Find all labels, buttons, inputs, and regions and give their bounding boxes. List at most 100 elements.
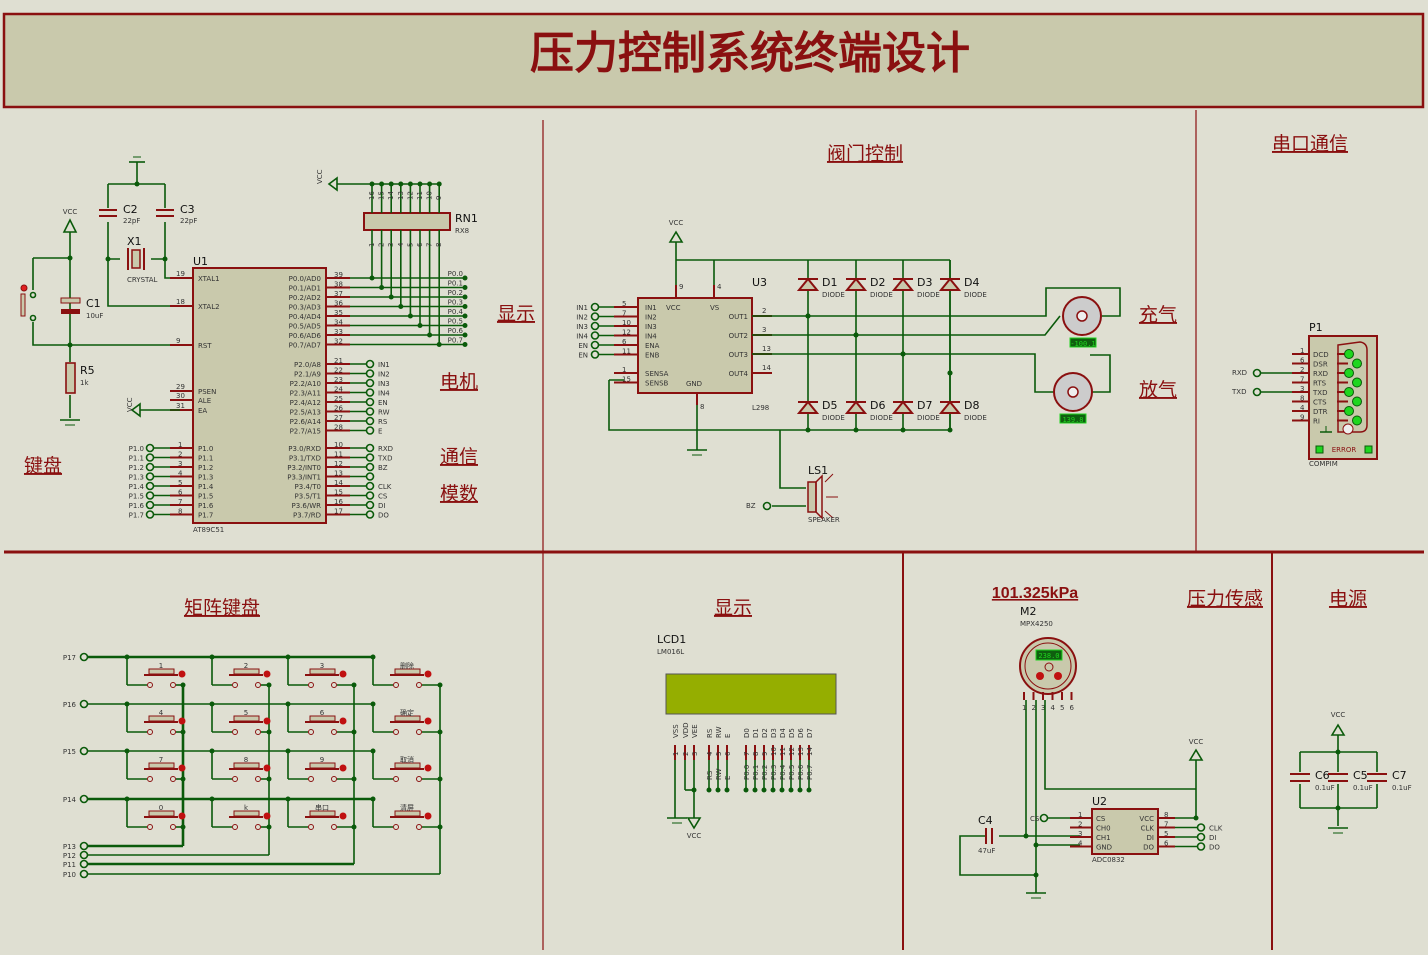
net-terminal-RW[interactable]	[365, 407, 375, 416]
vcc-label: VCC	[126, 397, 134, 412]
pin-number: 28	[334, 424, 343, 432]
keypad-row-terminal[interactable]	[79, 652, 89, 662]
net-terminal-P1.5[interactable]	[145, 491, 155, 500]
speaker-ls1[interactable]: BZ LS1 SPEAKER	[746, 430, 840, 524]
capacitor-c7[interactable]: C70.1uF	[1367, 769, 1412, 792]
keypad-key[interactable]: 8	[209, 748, 272, 782]
net-terminal-DI[interactable]	[365, 500, 375, 510]
keypad-key[interactable]: 6	[285, 701, 357, 735]
keypad-row-terminal[interactable]	[79, 746, 89, 756]
motor-driver-u3[interactable]: U3 L298 VCC	[608, 219, 951, 456]
net-terminal-IN3[interactable]	[590, 321, 600, 331]
keypad-key[interactable]: 清屏	[370, 796, 443, 830]
net-terminal-CLK[interactable]	[1196, 823, 1206, 832]
pin-number: 38	[334, 281, 343, 289]
net-terminal-DO[interactable]	[365, 510, 375, 519]
mcu-u1[interactable]: U1 AT89C51	[192, 255, 327, 534]
keypad-col-terminal[interactable]	[79, 841, 89, 851]
capacitor-c6[interactable]: C60.1uF	[1290, 769, 1335, 792]
keypad-key[interactable]: 5	[209, 701, 272, 735]
net-terminal-P1.6[interactable]	[145, 500, 155, 510]
speaker-ref: LS1	[808, 464, 828, 477]
reset-button[interactable]	[20, 293, 26, 317]
adc-u2[interactable]: U2 ADC0832 VCC C4 47uF	[959, 700, 1204, 899]
net-terminal-CS[interactable]	[365, 491, 375, 500]
keypad-key[interactable]: 7	[124, 748, 186, 782]
keypad-key[interactable]: 删除	[370, 654, 443, 688]
pin-name: P3.0/RXD	[288, 445, 321, 453]
lcd-lcd1[interactable]: LCD1 LM016L VCC	[657, 633, 837, 840]
pressure-sensor-m2[interactable]: M2 MPX4250 238.0	[1019, 605, 1077, 695]
keypad-key[interactable]: 1	[124, 654, 186, 688]
serial-port-p1[interactable]: P1 COMPIM ERROR RXD TXD	[1231, 321, 1378, 468]
pin-name: D4	[779, 728, 787, 738]
net-terminal-IN2[interactable]	[365, 369, 375, 378]
motor-inflate[interactable]: -100.1	[752, 287, 1121, 348]
keypad-key[interactable]: k	[209, 796, 272, 830]
net-label: P16	[63, 701, 77, 709]
keypad-key[interactable]: 2	[209, 654, 272, 688]
keypad-key[interactable]: 4	[124, 701, 186, 735]
capacitor-c1[interactable]	[60, 297, 81, 304]
resistor-network-rn1[interactable]: RN1 RX8 VCC	[316, 169, 478, 235]
keypad-key[interactable]: 9	[285, 748, 357, 782]
keypad-key[interactable]: 取消	[370, 748, 443, 782]
keypad-row-terminal[interactable]	[79, 794, 89, 804]
net-label: P0.1	[448, 280, 463, 288]
net-terminal-RXD[interactable]	[365, 443, 375, 453]
net-terminal-EN[interactable]	[365, 397, 375, 407]
resistor-r5[interactable]	[65, 362, 76, 394]
net-label: P0.6	[797, 764, 805, 780]
net-terminal-EN[interactable]	[590, 340, 600, 350]
net-terminal-CLK[interactable]	[365, 481, 375, 491]
net-terminal-P1.1[interactable]	[145, 453, 155, 462]
keypad-key[interactable]: 0	[124, 796, 186, 830]
net-terminal-RS[interactable]	[365, 416, 375, 426]
key-label: 清屏	[400, 803, 414, 812]
net-terminal-EN[interactable]	[590, 350, 600, 359]
junction-dot	[779, 787, 785, 793]
net-terminal-IN2[interactable]	[590, 312, 600, 321]
keypad-col-terminal[interactable]	[79, 859, 89, 869]
keypad-col-terminal[interactable]	[79, 869, 89, 879]
net-terminal-DI[interactable]	[1196, 832, 1206, 842]
net-terminal-IN1[interactable]	[365, 359, 375, 369]
net-terminal-IN1[interactable]	[590, 302, 600, 312]
capacitor-c5[interactable]: C50.1uF	[1328, 769, 1373, 792]
crystal-x1[interactable]	[131, 249, 141, 269]
keypad-key[interactable]: 确定	[370, 701, 443, 735]
keypad-key[interactable]: 串口	[285, 796, 357, 830]
pin-number: 3	[691, 752, 699, 756]
pin-number: 1	[368, 243, 376, 247]
net-terminal-DO[interactable]	[1196, 842, 1206, 851]
net-terminal-P1.0[interactable]	[145, 443, 155, 453]
net-terminal-P1.2[interactable]	[145, 462, 155, 472]
net-terminal-P1.3[interactable]	[145, 472, 155, 481]
compim-error: ERROR	[1332, 446, 1357, 454]
net-terminal-BZ[interactable]	[365, 462, 375, 472]
motor-deflate[interactable]: 139.8	[752, 353, 1111, 424]
net-terminal-TXD[interactable]	[365, 453, 375, 462]
net-terminal-IN4[interactable]	[590, 331, 600, 340]
keypad-row-terminal[interactable]	[79, 699, 89, 709]
net-terminal-nc[interactable]	[365, 472, 375, 481]
net-terminal-P1.7[interactable]	[145, 510, 155, 519]
junction-dot	[724, 787, 730, 793]
keypad-key[interactable]: 3	[285, 654, 357, 688]
net-terminal-IN3[interactable]	[365, 378, 375, 388]
net-terminal-IN4[interactable]	[365, 388, 375, 397]
net-terminal-E[interactable]	[365, 426, 375, 435]
pin-number: 1	[672, 752, 680, 756]
net-terminal-P1.4[interactable]	[145, 481, 155, 491]
keypad-col-terminal[interactable]	[79, 850, 89, 860]
